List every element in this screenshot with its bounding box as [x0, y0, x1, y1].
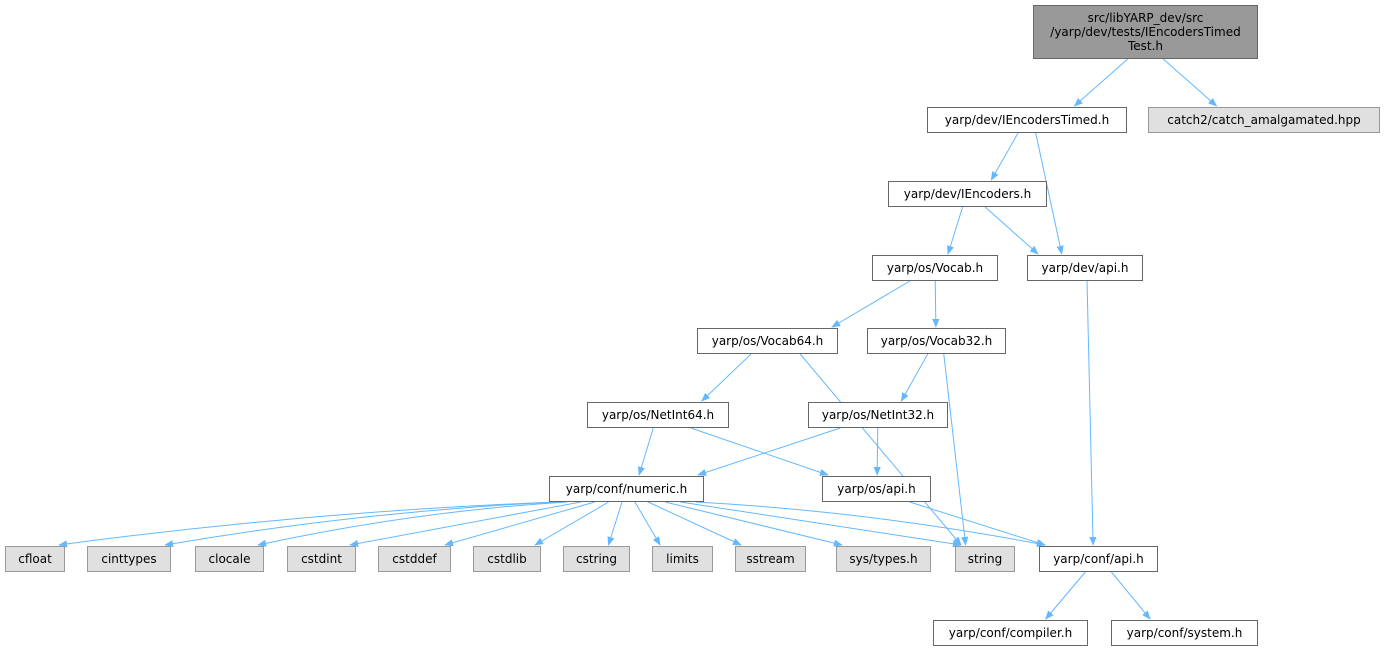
edge-iet-to-devapi — [1035, 132, 1064, 255]
edge-vocab-to-v64 — [831, 280, 911, 328]
node-ie[interactable]: yarp/dev/IEncoders.h — [888, 181, 1047, 207]
node-system[interactable]: yarp/conf/system.h — [1111, 620, 1258, 646]
node-numeric[interactable]: yarp/conf/numeric.h — [549, 476, 704, 502]
edge-n64-to-numeric — [637, 427, 654, 476]
node-cstddef[interactable]: cstddef — [378, 546, 451, 572]
edge-devapi-to-confapi — [1086, 280, 1097, 546]
node-limits[interactable]: limits — [652, 546, 713, 572]
node-confapi[interactable]: yarp/conf/api.h — [1039, 546, 1158, 572]
edge-root-to-iet — [1073, 58, 1129, 107]
edge-numeric-to-cstdlib — [534, 501, 609, 546]
node-root[interactable]: src/libYARP_dev/src /yarp/dev/tests/IEnc… — [1033, 5, 1258, 59]
edge-confapi-to-system — [1111, 571, 1151, 620]
edge-n64-to-osapi — [690, 427, 829, 476]
node-systypes[interactable]: sys/types.h — [836, 546, 931, 572]
edge-numeric-to-cstdint — [349, 501, 581, 548]
edge-iet-to-ie — [990, 132, 1019, 181]
edge-numeric-to-confapi — [695, 501, 1046, 548]
edge-v32-to-n32 — [900, 353, 929, 402]
edge-numeric-to-cstring — [607, 501, 623, 546]
node-string[interactable]: string — [955, 546, 1015, 572]
edge-v64-to-string — [799, 353, 962, 546]
edge-vocab-to-v32 — [932, 280, 940, 328]
edge-numeric-to-systypes — [664, 501, 843, 547]
edge-numeric-to-clocale — [257, 501, 567, 547]
node-iet[interactable]: yarp/dev/IEncodersTimed.h — [927, 107, 1127, 133]
edge-root-to-catch — [1162, 58, 1218, 107]
node-v32[interactable]: yarp/os/Vocab32.h — [867, 328, 1006, 354]
node-catch[interactable]: catch2/catch_amalgamated.hpp — [1148, 107, 1380, 133]
edge-ie-to-vocab — [946, 206, 964, 255]
node-cstdint[interactable]: cstdint — [287, 546, 356, 572]
node-vocab[interactable]: yarp/os/Vocab.h — [872, 255, 998, 281]
node-cinttypes[interactable]: cinttypes — [87, 546, 171, 572]
node-clocale[interactable]: clocale — [195, 546, 264, 572]
node-cstring[interactable]: cstring — [563, 546, 630, 572]
edge-osapi-to-confapi — [909, 501, 1046, 546]
edge-numeric-to-limits — [634, 501, 661, 546]
edge-v32-to-string — [943, 353, 969, 546]
edge-numeric-to-cfloat — [58, 501, 558, 548]
node-cstdlib[interactable]: cstdlib — [473, 546, 541, 572]
node-sstream[interactable]: sstream — [735, 546, 806, 572]
node-compiler[interactable]: yarp/conf/compiler.h — [933, 620, 1088, 646]
node-v64[interactable]: yarp/os/Vocab64.h — [697, 328, 838, 354]
node-n64[interactable]: yarp/os/NetInt64.h — [587, 402, 729, 428]
edge-numeric-to-sstream — [647, 501, 742, 546]
edge-numeric-to-cstddef — [444, 501, 595, 547]
node-n32[interactable]: yarp/os/NetInt32.h — [808, 402, 948, 428]
edge-n32-to-numeric — [697, 427, 841, 476]
edge-numeric-to-cinttypes — [164, 501, 558, 548]
edge-confapi-to-compiler — [1045, 571, 1086, 620]
edge-ie-to-devapi — [984, 206, 1039, 255]
edge-v64-to-n64 — [701, 353, 752, 402]
node-cfloat[interactable]: cfloat — [5, 546, 65, 572]
node-osapi[interactable]: yarp/os/api.h — [822, 476, 931, 502]
edge-n32-to-osapi — [873, 427, 881, 476]
edge-numeric-to-string — [680, 501, 962, 548]
node-devapi[interactable]: yarp/dev/api.h — [1027, 255, 1143, 281]
